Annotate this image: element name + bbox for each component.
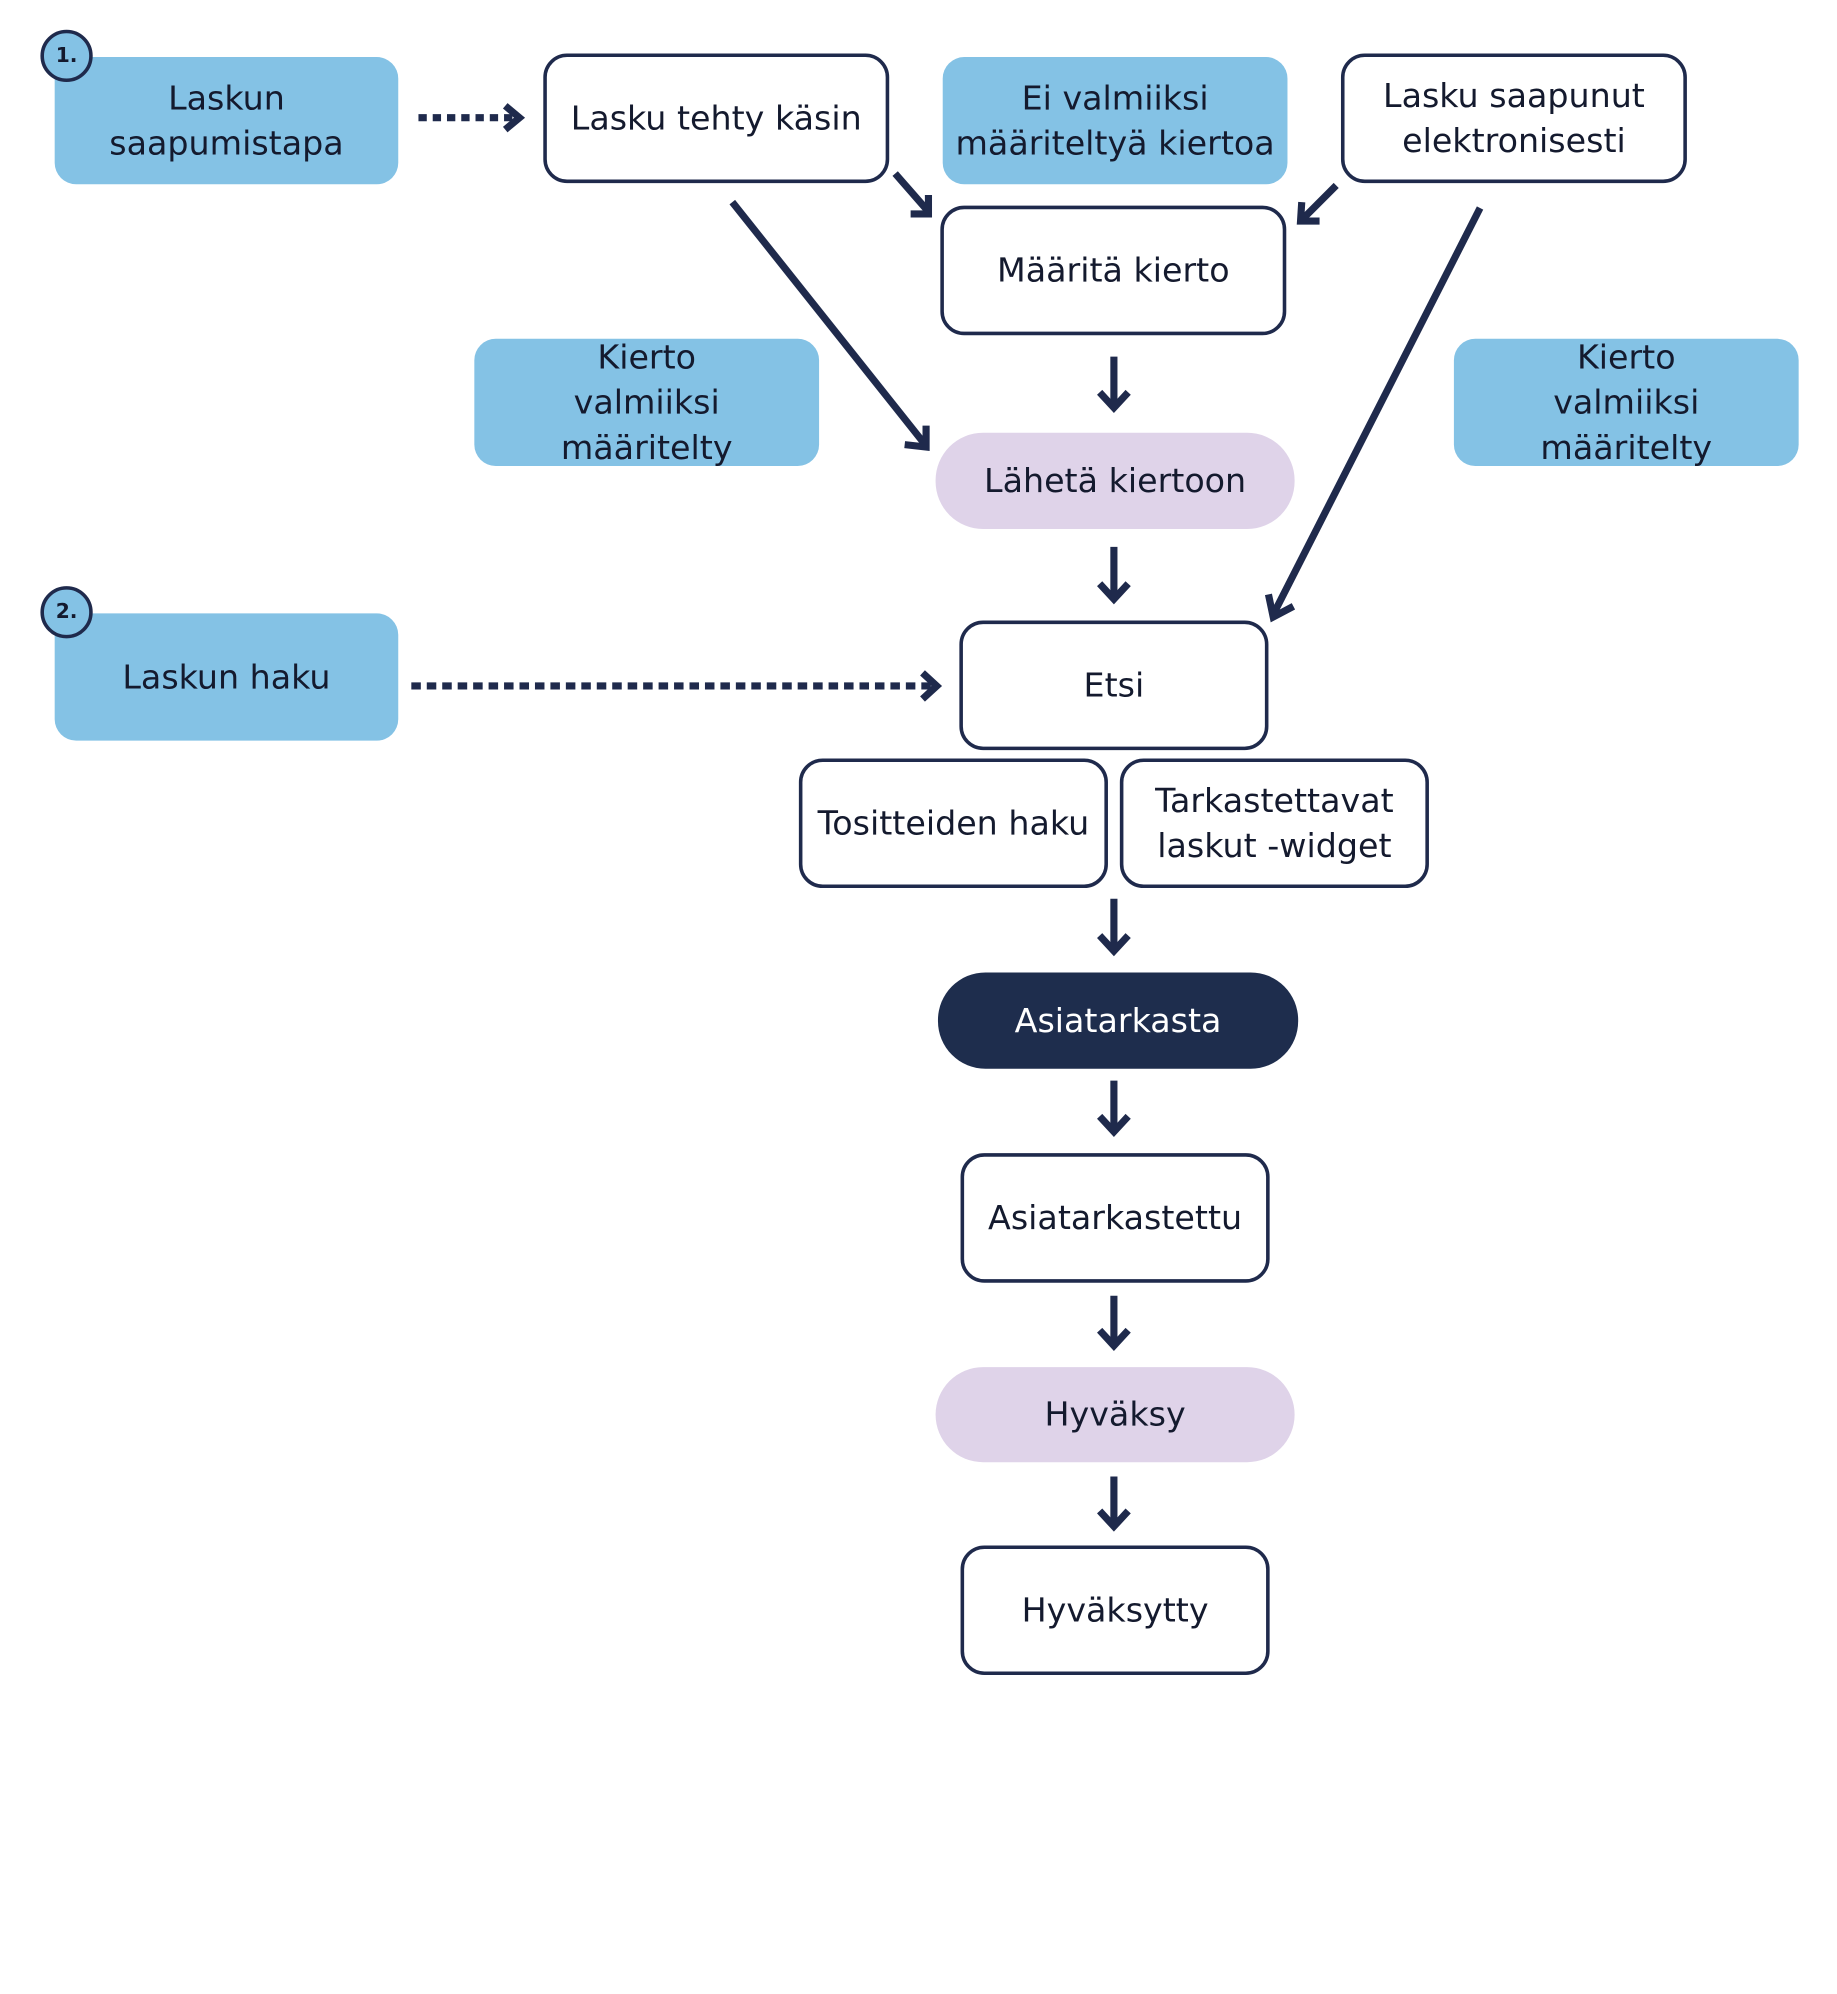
send-to-route-label: Lähetä kiertoon <box>984 460 1247 500</box>
approve-label: Hyväksy <box>1044 1394 1186 1434</box>
electronic-invoice-label: Lasku saapunut elektronisesti <box>1383 75 1645 160</box>
arrival-method-box: Laskun saapumistapa <box>54 57 399 185</box>
arrival-method-label: Laskun saapumistapa <box>109 77 344 163</box>
route-predefined-left-box: Kierto valmiiksi määritelty <box>474 337 820 467</box>
dotted-arrow-invoice-search-to-search <box>411 670 943 702</box>
review-box: Asiatarkasta <box>937 972 1299 1069</box>
step-badge-1: 1. <box>40 29 93 83</box>
define-route-box: Määritä kierto <box>940 205 1287 336</box>
no-predefined-route-label: Ei valmiiksi määriteltyä kiertoa <box>955 77 1275 163</box>
route-predefined-left-label: Kierto valmiiksi määritelty <box>560 337 733 467</box>
reviewed-box: Asiatarkastettu <box>960 1153 1270 1283</box>
manual-invoice-box: Lasku tehty käsin <box>543 53 890 184</box>
dotted-arrow-arrival-to-manual <box>418 103 526 133</box>
manual-invoice-label: Lasku tehty käsin <box>570 98 862 138</box>
search-label: Etsi <box>1083 665 1145 705</box>
approved-box: Hyväksytty <box>960 1545 1270 1676</box>
route-predefined-right-label: Kierto valmiiksi määritelty <box>1540 337 1713 467</box>
approved-label: Hyväksytty <box>1021 1590 1209 1630</box>
review-label: Asiatarkasta <box>1014 1000 1222 1040</box>
invoices-to-review-widget-box: Tarkastettavat laskut -widget <box>1119 758 1429 889</box>
arrow-manual-to-send-to-route <box>729 199 930 451</box>
connector-layer <box>411 103 1484 1532</box>
approve-box: Hyväksy <box>935 1367 1295 1463</box>
arrow-electronic-to-search <box>1264 206 1484 623</box>
voucher-search-box: Tositteiden haku <box>798 758 1108 889</box>
voucher-search-label: Tositteiden haku <box>817 803 1090 843</box>
reviewed-label: Asiatarkastettu <box>988 1197 1243 1237</box>
search-box: Etsi <box>959 620 1269 751</box>
arrow-send-to-search <box>1097 546 1131 605</box>
arrow-approve-to-approved <box>1097 1476 1131 1532</box>
arrow-search-options-to-review <box>1097 898 1131 957</box>
invoices-to-review-widget-label: Tarkastettavat laskut -widget <box>1155 780 1394 865</box>
arrow-review-to-reviewed <box>1097 1080 1131 1137</box>
define-route-label: Määritä kierto <box>997 250 1230 290</box>
arrow-electronic-to-define-route <box>1296 182 1339 225</box>
send-to-route-box: Lähetä kiertoon <box>935 432 1295 530</box>
arrow-define-route-to-send <box>1097 356 1131 414</box>
arrow-manual-to-define-route <box>892 171 933 218</box>
invoice-search-label: Laskun haku <box>122 656 331 697</box>
step-badge-2: 2. <box>40 586 93 639</box>
invoice-search-box: Laskun haku <box>54 613 399 741</box>
no-predefined-route-box: Ei valmiiksi määriteltyä kiertoa <box>942 57 1288 185</box>
arrow-reviewed-to-approve <box>1097 1295 1131 1351</box>
electronic-invoice-box: Lasku saapunut elektronisesti <box>1340 53 1687 184</box>
route-predefined-right-box: Kierto valmiiksi määritelty <box>1453 337 1799 467</box>
